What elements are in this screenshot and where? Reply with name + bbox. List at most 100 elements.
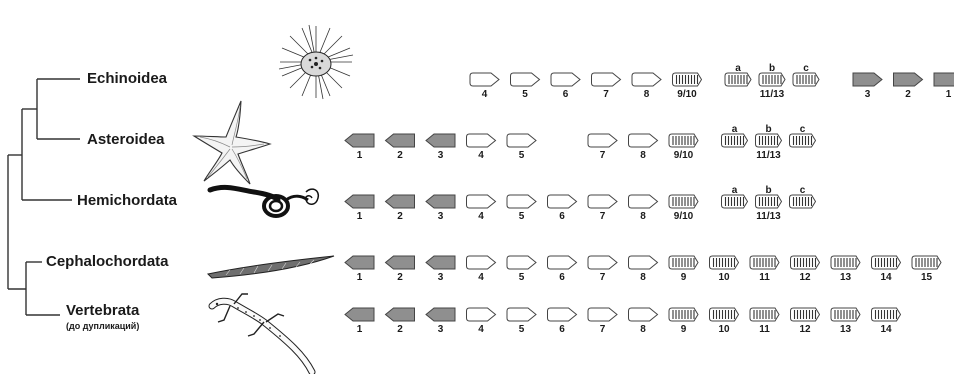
hox-gene-anterior: 7 [592,73,621,100]
gene-label: 10 [718,272,730,283]
gene-label: 5 [519,324,525,335]
hox-gene-central: 9/10 [673,73,702,100]
gene-label: 6 [559,324,565,335]
gene-label: 8 [640,150,646,161]
gene-label: 7 [600,211,606,222]
gene-label: 9/10 [674,150,694,161]
gene-label: 6 [559,272,565,283]
gene-label: 8 [640,211,646,222]
gene-label: 11 [759,324,770,335]
gene-label: 6 [559,211,565,222]
gene-label: 15 [921,272,933,283]
hox-gene-central: 14 [872,256,901,283]
hox-gene-anterior: 5 [507,134,536,161]
hox-gene-posterior-reversed: 3 [853,73,882,100]
gene-group-label: 11/13 [756,211,781,222]
hox-gene-anterior: 4 [467,195,496,222]
hox-gene-anterior: 8 [632,73,661,100]
hox-gene-posterior: 2 [386,256,415,283]
gene-label: 7 [600,272,606,283]
gene-label: 3 [438,150,444,161]
gene-label: 2 [397,324,403,335]
hox-gene-posterior: 2 [386,308,415,335]
gene-label: 9 [681,272,687,283]
hox-gene-central: 10 [710,308,739,335]
hox-gene-anterior: 8 [629,195,658,222]
hox-gene-posterior: 2 [386,195,415,222]
gene-label: 4 [478,272,484,283]
hox-gene-anterior: 8 [629,134,658,161]
gene-label: 9/10 [674,211,694,222]
hox-gene-central: 13 [831,308,860,335]
hox-gene-central: 15 [912,256,941,283]
hox-gene-posterior: 2 [386,134,415,161]
gene-label: 7 [600,324,606,335]
hox-gene-posterior-reversed: 2 [894,73,923,100]
hox-gene-anterior: 7 [588,195,617,222]
hox-gene-posterior: 3 [426,308,455,335]
gene-label: 3 [438,272,444,283]
gene-label: 14 [880,272,892,283]
hox-gene-posterior: 1 [345,308,374,335]
gene-group-member-label: b [769,63,775,74]
hox-gene-posterior: 3 [426,134,455,161]
gene-group-11-13: a b c 11/13 [722,185,816,222]
gene-label: 4 [478,211,484,222]
gene-label: 4 [478,324,484,335]
hox-gene-anterior: 5 [507,195,536,222]
gene-label: 8 [640,324,646,335]
hox-gene-central: 9/10 [669,195,698,222]
gene-label: 1 [946,89,952,100]
hox-gene-central: 13 [831,256,860,283]
gene-label: 2 [905,89,911,100]
gene-group-member-label: b [765,185,771,196]
gene-group-member-label: c [803,63,809,74]
gene-label: 8 [644,89,650,100]
gene-label: 6 [563,89,569,100]
gene-group-member-label: a [732,124,738,135]
gene-label: 2 [397,272,403,283]
gene-label: 2 [397,150,403,161]
hox-gene-anterior: 5 [507,256,536,283]
gene-label: 7 [600,150,606,161]
hox-gene-posterior: 1 [345,134,374,161]
hox-gene-anterior: 7 [588,256,617,283]
gene-label: 4 [482,89,488,100]
gene-label: 5 [519,272,525,283]
gene-label: 8 [640,272,646,283]
hox-gene-anterior: 5 [507,308,536,335]
gene-label: 11 [759,272,770,283]
hox-gene-anterior: 4 [467,134,496,161]
hox-gene-central: 12 [791,308,820,335]
hox-gene-central: 9/10 [669,134,698,161]
gene-group-member-label: a [732,185,738,196]
gene-label: 1 [357,150,363,161]
hox-gene-posterior: 3 [426,256,455,283]
hox-gene-central: 10 [710,256,739,283]
hox-gene-anterior: 7 [588,134,617,161]
hox-gene-central: 11 [750,308,779,335]
hox-gene-anterior: 6 [548,195,577,222]
hox-gene-central: 11 [750,256,779,283]
hox-gene-anterior: 4 [467,256,496,283]
gene-group-member-label: c [800,185,806,196]
hox-gene-anterior: 4 [470,73,499,100]
gene-label: 1 [357,211,363,222]
gene-label: 9/10 [677,89,697,100]
gene-label: 14 [880,324,892,335]
gene-group-member-label: a [735,63,741,74]
hox-gene-posterior: 3 [426,195,455,222]
gene-label: 5 [519,150,525,161]
hox-gene-posterior: 1 [345,195,374,222]
gene-label: 1 [357,324,363,335]
gene-label: 3 [865,89,871,100]
gene-row-echinoidea: 456789/10abc11/13321 [470,63,954,100]
hox-gene-central: 9 [669,308,698,335]
gene-label: 10 [718,324,730,335]
